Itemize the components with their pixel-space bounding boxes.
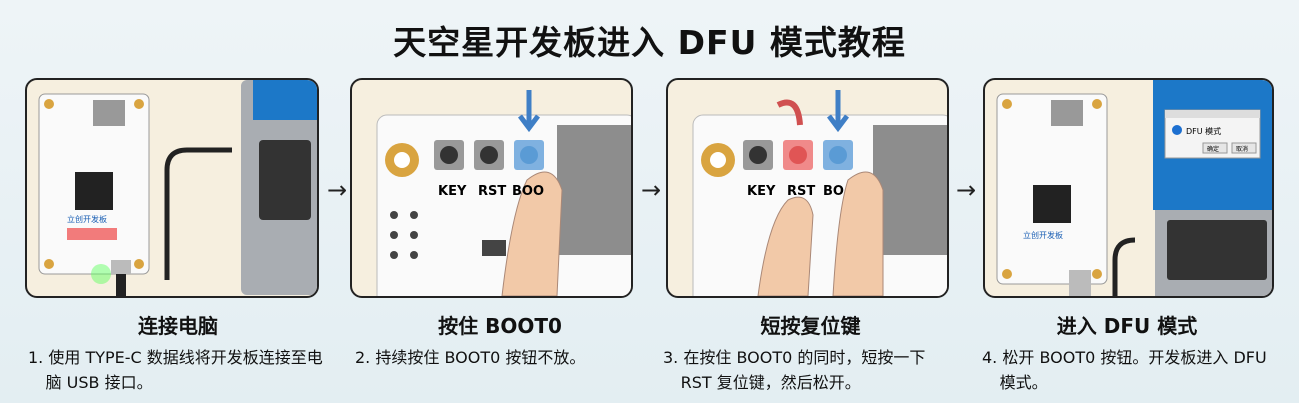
down-arrow-icon — [827, 90, 849, 133]
key-label: KEY — [438, 184, 467, 199]
key-label: KEY — [747, 184, 776, 199]
dfu-mode-illustration: 立创开发板 DFU 模式 确定 取消 — [996, 80, 1272, 296]
page-title: 天空星开发板进入 DFU 模式教程 — [393, 23, 906, 62]
step-heading: 连接电脑 — [138, 314, 218, 338]
rst-label: RST — [478, 184, 506, 199]
step-description: 1. 使用 TYPE-C 数据线将开发板连接至电脑 USB 接口。 — [28, 348, 323, 392]
dialog-title: DFU 模式 — [1186, 126, 1221, 136]
step-description: 4. 松开 BOOT0 按钮。开发板进入 DFU 模式。 — [982, 348, 1267, 392]
cancel-label[interactable]: 取消 — [1236, 145, 1248, 153]
step-heading: 进入 DFU 模式 — [1056, 314, 1198, 338]
finger-icon — [832, 171, 884, 296]
finger-icon — [757, 196, 814, 296]
rst-label: RST — [787, 184, 815, 199]
step-1: 连接电脑 1. 使用 TYPE-C 数据线将开发板连接至电脑 USB 接口。 — [28, 310, 328, 395]
boot-label: BO — [823, 184, 844, 199]
panel-connect-pc: 立创开发板 — [25, 78, 319, 298]
hold-boot-illustration: KEY RST BOO — [376, 90, 631, 296]
step-4: 进入 DFU 模式 4. 松开 BOOT0 按钮。开发板进入 DFU 模式。 — [982, 310, 1272, 395]
board-brand: 立创开发板 — [1023, 230, 1063, 240]
dfu-dialog: DFU 模式 确定 取消 — [1164, 109, 1261, 159]
board-brand: 立创开发板 — [67, 214, 107, 224]
finger-icon — [501, 171, 563, 296]
panel-press-reset: KEY RST BO — [666, 78, 949, 298]
step-2: 按住 BOOT0 2. 持续按住 BOOT0 按钮不放。 — [355, 310, 645, 370]
curved-arrow-icon — [776, 99, 803, 126]
step-description: 2. 持续按住 BOOT0 按钮不放。 — [355, 348, 586, 367]
step-arrow-2: → — [641, 176, 662, 204]
panel-dfu-mode: 立创开发板 DFU 模式 确定 取消 — [983, 78, 1274, 298]
step-arrow-1: → — [327, 176, 348, 204]
panel-hold-boot0: KEY RST BOO — [350, 78, 633, 298]
step-description: 3. 在按住 BOOT0 的同时，短按一下 RST 复位键，然后松开。 — [663, 348, 926, 392]
press-reset-illustration: KEY RST BO — [692, 90, 947, 296]
ok-button[interactable] — [1202, 142, 1228, 154]
cancel-button[interactable] — [1231, 142, 1257, 154]
down-arrow-icon — [518, 90, 540, 133]
boot-label: BOO — [512, 184, 544, 199]
board-connected-illustration: 立创开发板 — [38, 80, 317, 296]
ok-label[interactable]: 确定 — [1207, 145, 1219, 153]
step-arrow-3: → — [956, 176, 977, 204]
step-heading: 短按复位键 — [760, 314, 861, 338]
step-3: 短按复位键 3. 在按住 BOOT0 的同时，短按一下 RST 复位键，然后松开… — [663, 310, 958, 395]
step-heading: 按住 BOOT0 — [438, 314, 562, 338]
